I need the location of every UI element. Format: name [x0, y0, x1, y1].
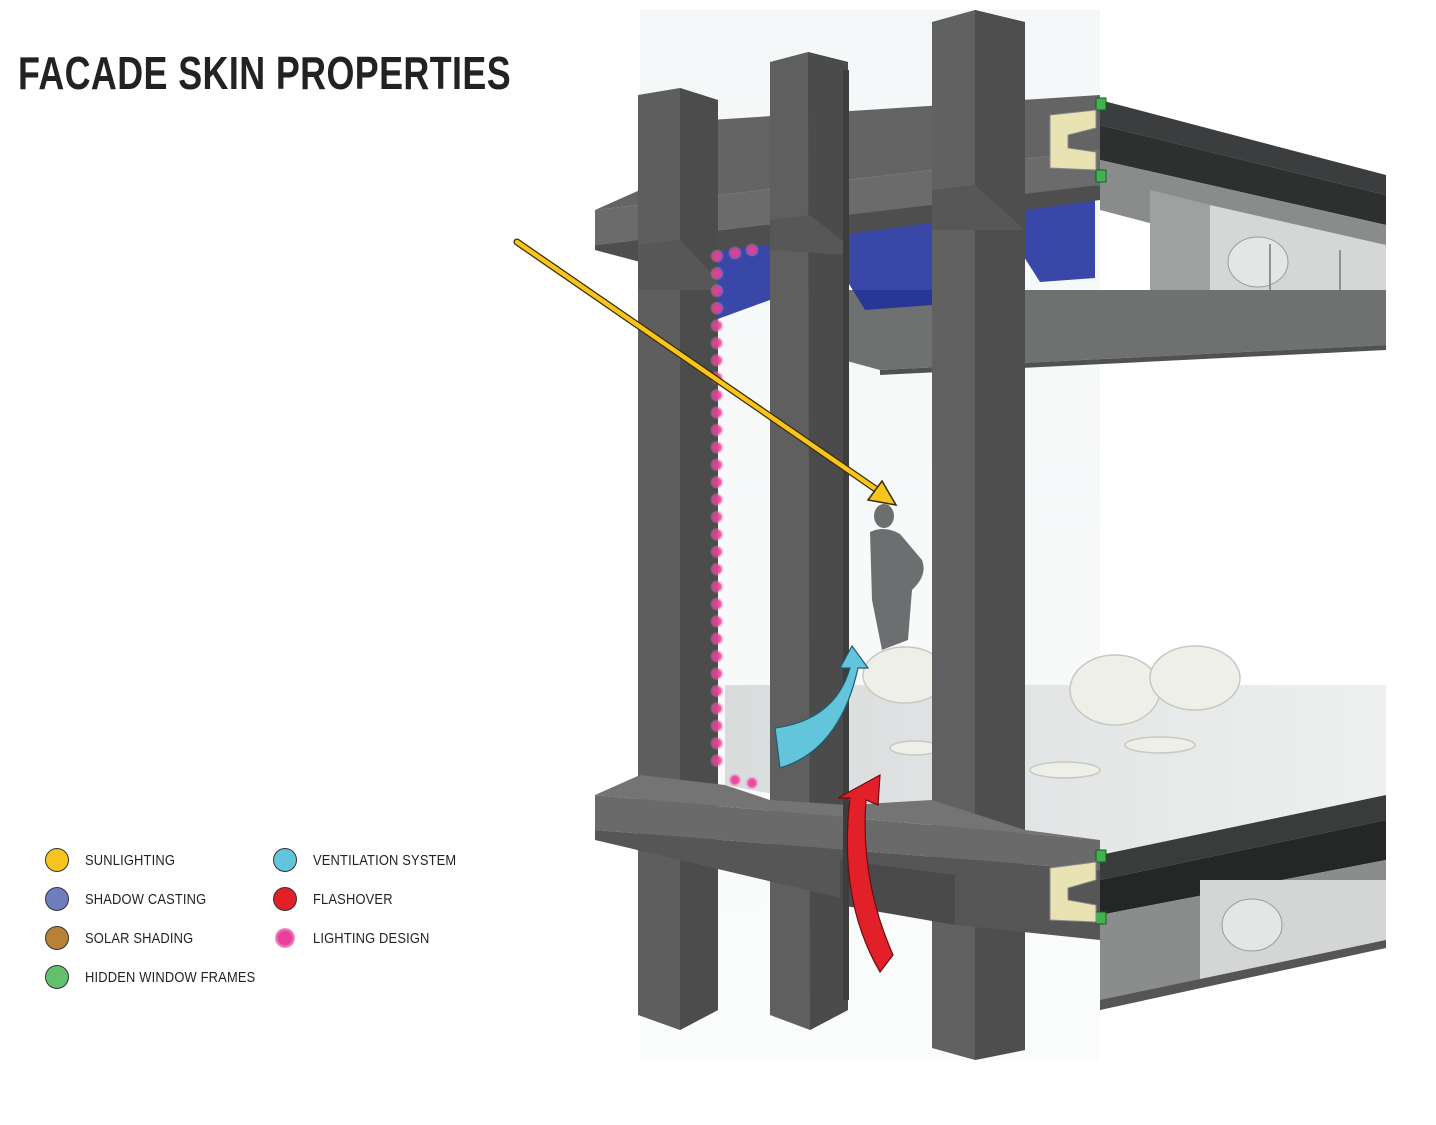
lighting-dot	[745, 776, 759, 790]
lighting-dot	[710, 701, 724, 716]
legend-item-sunlighting: SUNLIGHTING	[45, 845, 190, 875]
lighting-dot	[710, 684, 724, 698]
legend-item-lighting-design: LIGHTING DESIGN	[273, 923, 449, 953]
lighting-dot	[710, 597, 724, 611]
lighting-dot	[710, 266, 724, 281]
legend-item-ventilation-system: VENTILATION SYSTEM	[273, 845, 480, 875]
lighting-dot	[710, 318, 724, 333]
legend-label: HIDDEN WINDOW FRAMES	[85, 968, 256, 986]
hidden-window-frames	[1049, 97, 1107, 925]
lighting-dot	[710, 283, 724, 298]
lighting-dot	[710, 649, 724, 664]
legend-label: SHADOW CASTING	[85, 890, 207, 908]
lighting-dot	[710, 249, 724, 263]
lighting-dot	[710, 475, 724, 490]
legend: SUNLIGHTING SHADOW CASTING SOLAR SHADING…	[45, 845, 465, 1005]
lighting-dot	[710, 336, 724, 350]
lighting-dot	[710, 405, 724, 420]
lighting-dot	[710, 614, 724, 629]
legend-label: SOLAR SHADING	[85, 929, 194, 947]
legend-item-hidden-window-frames: HIDDEN WINDOW FRAMES	[45, 962, 283, 992]
lighting-dot	[710, 423, 724, 437]
lighting-dot	[710, 562, 724, 577]
page-title: FACADE SKIN PROPERTIES	[18, 47, 512, 99]
lighting-dot	[710, 492, 724, 507]
lighting-dot	[710, 527, 724, 542]
lighting-dot	[710, 301, 724, 316]
lighting-dot	[710, 753, 724, 768]
legend-item-shadow-casting: SHADOW CASTING	[45, 884, 226, 914]
legend-label: SUNLIGHTING	[85, 851, 176, 869]
solar-shading-dot	[45, 926, 69, 950]
flashover-arrow	[837, 773, 894, 974]
legend-label: VENTILATION SYSTEM	[313, 851, 457, 869]
sunlighting-dot	[45, 848, 69, 872]
lighting-dot	[710, 457, 724, 472]
perforation-strip	[843, 70, 849, 1000]
sunlighting-arrow	[513, 238, 898, 507]
lighting-design-dots	[710, 243, 759, 790]
lighting-design-dot	[275, 928, 295, 948]
ventilation-arrow	[774, 644, 870, 769]
lighting-dot	[710, 353, 724, 368]
legend-label: LIGHTING DESIGN	[313, 929, 430, 947]
hidden-window-frames-dot	[45, 965, 69, 989]
lighting-dot	[710, 440, 724, 455]
person-silhouette	[870, 504, 924, 650]
lighting-dot	[710, 544, 724, 559]
lighting-dot	[710, 718, 724, 733]
legend-label: FLASHOVER	[313, 890, 393, 908]
flashover-dot	[273, 887, 297, 911]
lighting-dot	[710, 510, 724, 524]
lighting-dot	[710, 631, 724, 646]
legend-item-flashover: FLASHOVER	[273, 884, 406, 914]
legend-item-solar-shading: SOLAR SHADING	[45, 923, 211, 953]
upper-floor-slab	[770, 100, 1386, 375]
lighting-dot	[710, 388, 724, 403]
ventilation-system-dot	[273, 848, 297, 872]
shadow-casting-dot	[45, 887, 69, 911]
lighting-dot	[728, 773, 742, 787]
lighting-dot	[710, 666, 724, 681]
lighting-dot	[728, 246, 742, 260]
lighting-dot	[710, 736, 724, 751]
lighting-dot	[745, 243, 759, 257]
lounge-chairs	[862, 645, 1241, 779]
lighting-dot	[710, 579, 724, 594]
